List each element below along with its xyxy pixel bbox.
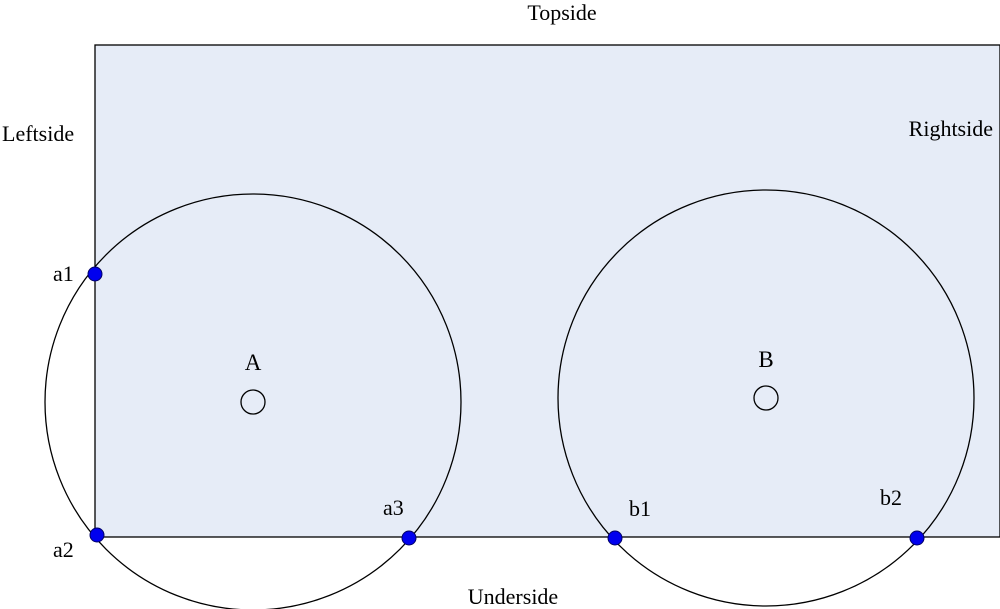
point-a3-label: a3 bbox=[383, 495, 404, 520]
point-a3 bbox=[401, 530, 417, 546]
rightside-label: Rightside bbox=[909, 116, 993, 141]
region-rectangle bbox=[94, 44, 1000, 538]
point-a2 bbox=[89, 527, 105, 543]
underside-label: Underside bbox=[468, 584, 558, 609]
point-b1-label: b1 bbox=[629, 496, 651, 521]
point-b2-label: b2 bbox=[880, 485, 902, 510]
circle-b bbox=[557, 189, 975, 607]
point-a1 bbox=[87, 266, 103, 282]
circle-a-center bbox=[240, 389, 266, 415]
circle-b-label: B bbox=[758, 347, 773, 372]
leftside-label: Leftside bbox=[2, 121, 74, 146]
circle-b-center bbox=[753, 385, 779, 411]
point-b2 bbox=[909, 530, 925, 546]
point-a2-label: a2 bbox=[53, 537, 74, 562]
circle-a-label: A bbox=[245, 350, 262, 375]
circle-a bbox=[44, 193, 462, 609]
point-a1-label: a1 bbox=[53, 261, 74, 286]
topside-label: Topside bbox=[527, 0, 596, 25]
point-b1 bbox=[607, 530, 623, 546]
